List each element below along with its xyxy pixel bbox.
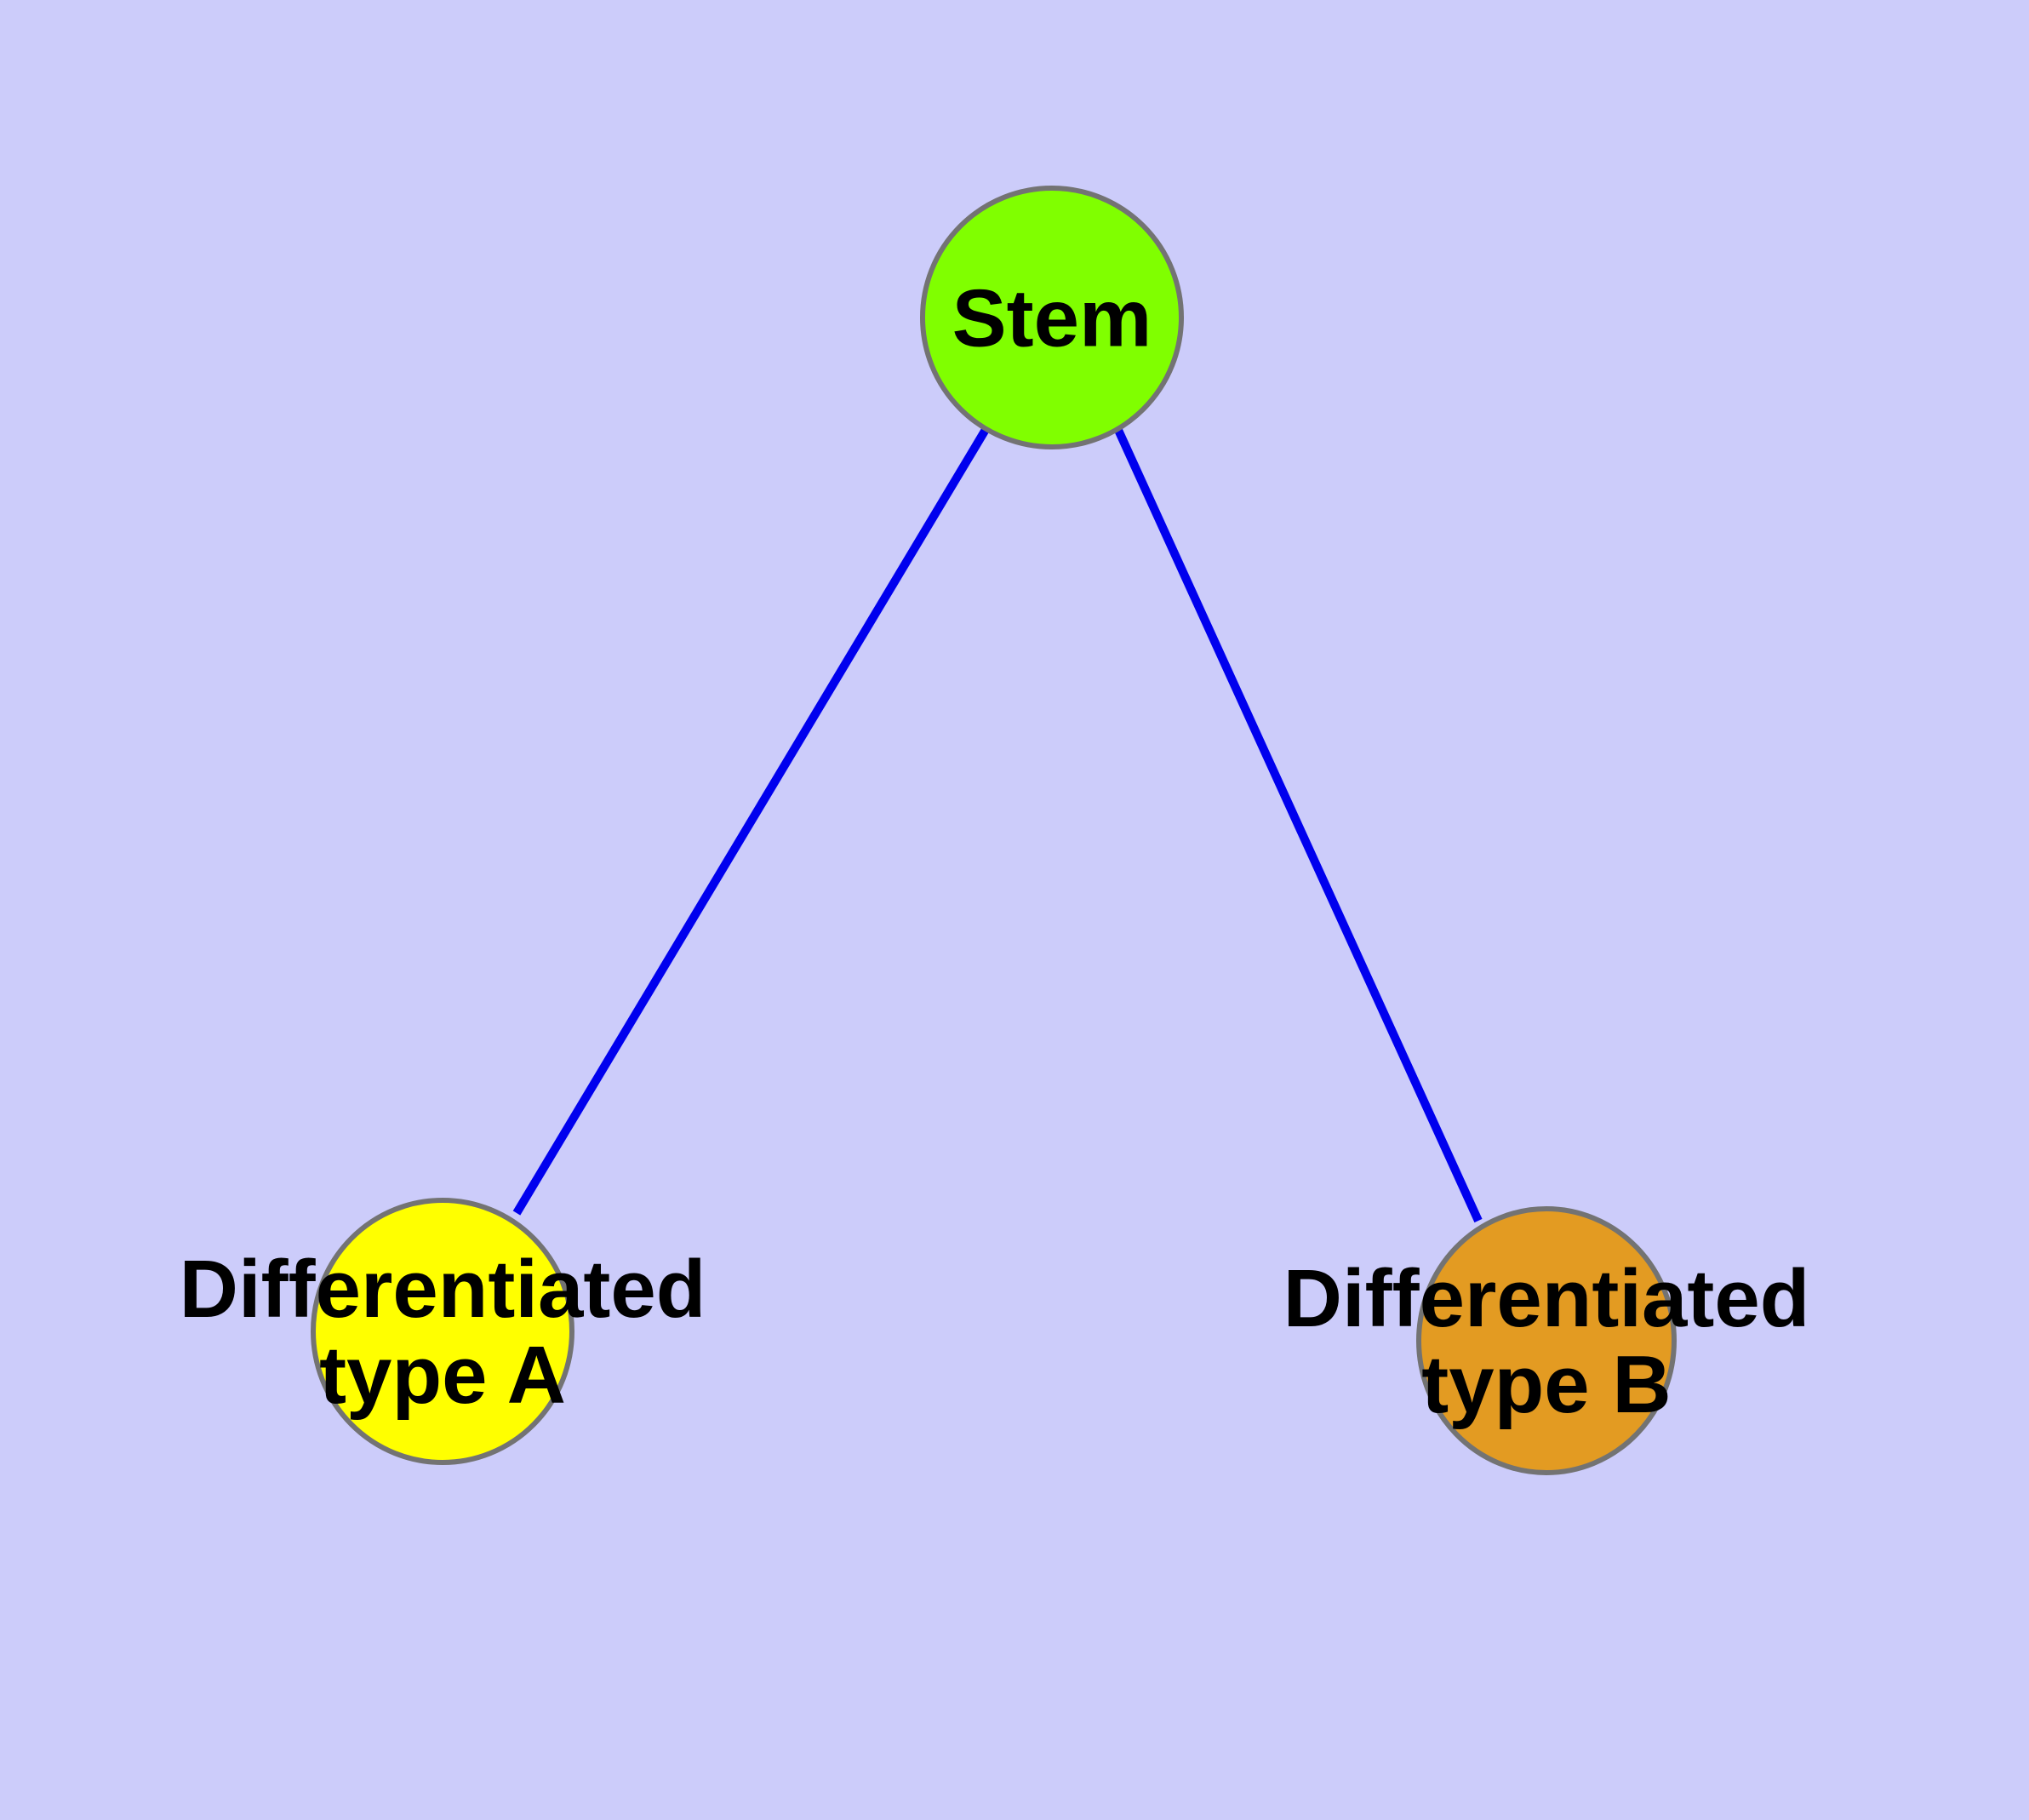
node-diff_b[interactable] [1416, 1206, 1677, 1475]
node-label-line: type B [1421, 1339, 1671, 1430]
node-diff_a[interactable] [311, 1198, 574, 1465]
node-stem[interactable] [920, 186, 1184, 449]
edge-layer [512, 426, 1483, 1223]
node-label-line: Differentiated [1283, 1253, 1810, 1344]
edge-stem-to-diff_a[interactable] [512, 426, 991, 1216]
node-label-line: Stem [952, 273, 1152, 364]
node-label-line: Differentiated [180, 1244, 706, 1335]
node-label-stem: Stem [952, 273, 1152, 364]
node-layer [311, 186, 1677, 1475]
node-label-line: type A [319, 1330, 566, 1421]
edge-stem-to-diff_b[interactable] [1113, 426, 1483, 1223]
